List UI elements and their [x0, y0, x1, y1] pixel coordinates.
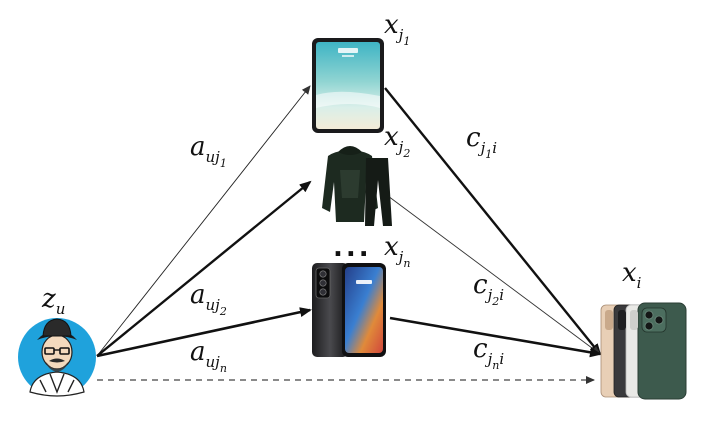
- label-edge-an: aujn: [190, 337, 227, 375]
- label-edge-cn: cjni: [473, 334, 504, 372]
- label-user: zu: [41, 284, 65, 318]
- label-tracksuit: xj2: [384, 122, 410, 160]
- label-edge-a2: auj2: [190, 280, 227, 318]
- label-edge-c2: cj2i: [473, 270, 504, 308]
- label-edge-c1: cj1i: [466, 123, 497, 161]
- edges: [96, 85, 602, 384]
- tracksuit-icon: [322, 146, 392, 226]
- smartphone-icon: [312, 263, 386, 357]
- label-tablet: xj1: [384, 10, 410, 48]
- tablet-icon: [312, 38, 384, 133]
- edge-user-smartphone: [96, 307, 312, 358]
- edge-tablet-target: [384, 87, 602, 356]
- label-edge-a1: auj1: [190, 132, 227, 170]
- user-avatar-icon: [18, 318, 96, 397]
- edge-smartphone-target: [389, 316, 602, 358]
- edge-user-tracksuit: [96, 180, 312, 357]
- label-target: xi: [622, 258, 642, 292]
- ellipsis: ...: [333, 233, 372, 263]
- label-smartphone: xjn: [384, 232, 410, 270]
- iphone-group-icon: [600, 302, 687, 400]
- edge-user-tablet: [96, 85, 311, 357]
- edge-tracksuit-target: [387, 195, 601, 355]
